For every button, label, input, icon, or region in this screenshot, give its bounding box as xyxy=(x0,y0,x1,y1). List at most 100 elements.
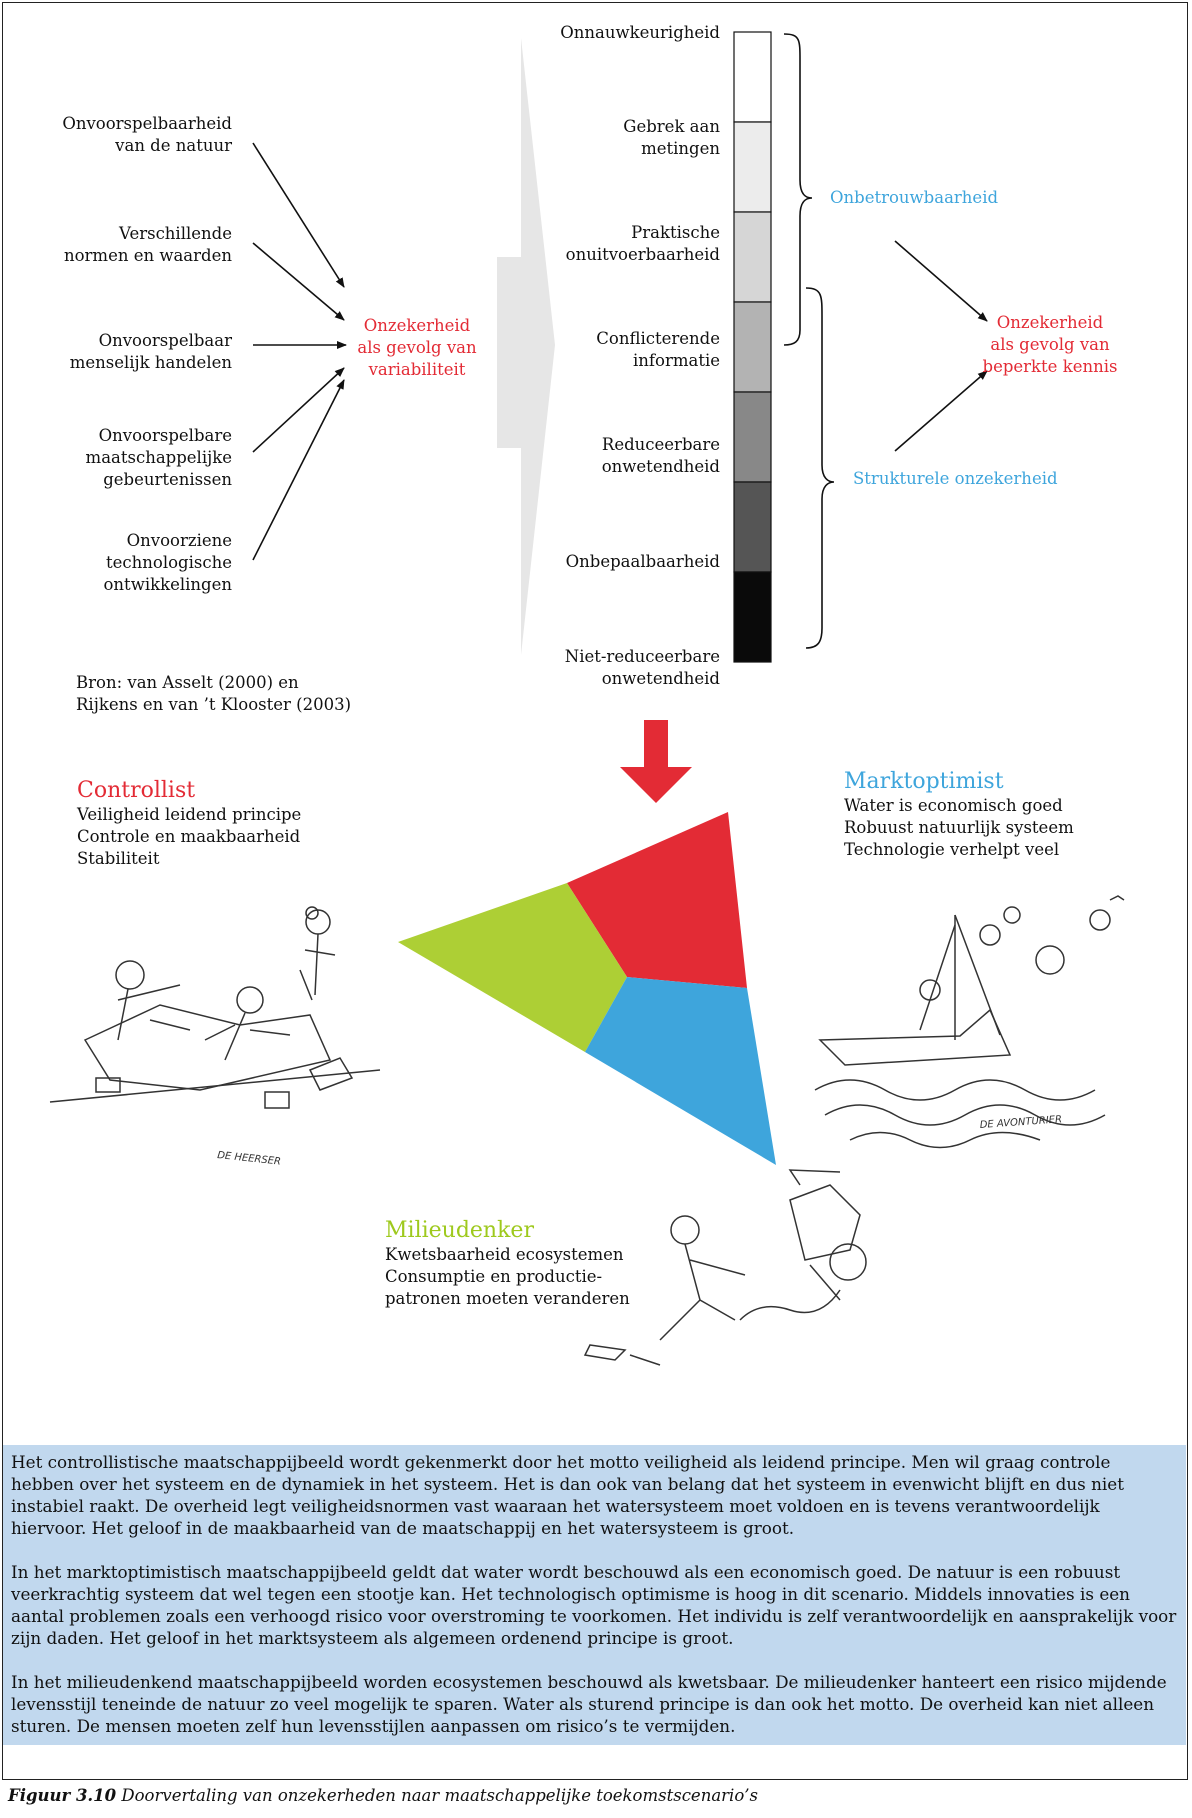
controllist-sketch xyxy=(49,906,381,1109)
controllist-line-3: Stabiliteit xyxy=(77,849,160,868)
scale-label-line: Gebrek aan xyxy=(623,117,720,136)
cause-label-line: Onvoorspelbaar xyxy=(98,331,232,350)
cause-label-line: Onvoorspelbaarheid xyxy=(62,114,232,133)
variabiliteit-line-3: variabiliteit xyxy=(368,360,466,379)
kennis-line-1: Onzekerheid xyxy=(996,313,1104,332)
scale-label-3: Praktische onuitvoerbaarheid xyxy=(545,222,720,266)
scale-label-line: metingen xyxy=(641,139,720,158)
scale-label-line: Reduceerbare xyxy=(601,435,720,454)
scale-label-line: Praktische xyxy=(631,223,720,242)
group-strukturele-label: Strukturele onzekerheid xyxy=(853,469,1058,488)
cause-arrow-4 xyxy=(252,367,345,453)
milieudenker-block: Milieudenker Kwetsbaarheid ecosystemen C… xyxy=(385,1218,630,1310)
cause-label-line: Onvoorziene xyxy=(126,531,232,550)
cause-arrow-2 xyxy=(252,242,345,321)
milieudenker-line-1: Kwetsbaarheid ecosystemen xyxy=(385,1245,624,1264)
marktoptimist-line-3: Technologie verhelpt veel xyxy=(844,840,1060,859)
scale-label-line: onwetendheid xyxy=(601,457,720,476)
cause-label-2: Verschillende normen en waarden xyxy=(60,223,232,267)
kennis-result: Onzekerheid als gevolg van beperkte kenn… xyxy=(980,312,1120,378)
milieudenker-sketch xyxy=(583,1169,867,1366)
summary-paragraph-milieudenker: In het milieudenkend maatschappijbeeld w… xyxy=(11,1672,1167,1736)
controllist-block: Controllist Veiligheid leidend principe … xyxy=(77,778,301,870)
scale-label-line: Onbepaalbaarheid xyxy=(565,552,720,571)
scale-label-6: Onbepaalbaarheid xyxy=(545,551,720,573)
controllist-line-2: Controle en maakbaarheid xyxy=(77,827,301,846)
milieudenker-title: Milieudenker xyxy=(385,1218,534,1243)
source-line-1: Bron: van Asselt (2000) en xyxy=(76,673,299,692)
controllist-title: Controllist xyxy=(77,778,196,803)
cause-arrow-5 xyxy=(252,379,345,561)
marktoptimist-block: Marktoptimist Water is economisch goed R… xyxy=(844,769,1074,861)
cause-label-5: Onvoorziene technologische ontwikkelingen xyxy=(60,530,233,596)
cause-label-line: gebeurtenissen xyxy=(103,470,232,489)
scale-segment-6 xyxy=(733,481,772,573)
cause-arrows xyxy=(252,142,347,561)
scale-label-7: Niet-reduceerbare onwetendheid xyxy=(545,646,720,690)
cause-label-3: Onvoorspelbaar menselijk handelen xyxy=(60,330,232,374)
uncertainty-scale-bar xyxy=(733,31,772,663)
scale-label-2: Gebrek aan metingen xyxy=(545,116,720,160)
scale-label-line: Conflicterende xyxy=(596,329,720,348)
cause-label-line: technologische xyxy=(106,553,232,572)
controllist-sketch-caption: DE HEERSER xyxy=(217,1150,282,1168)
cause-label-line: Onvoorspelbare xyxy=(98,426,232,445)
triangle-green-segment xyxy=(398,883,627,1052)
cause-label-1: Onvoorspelbaarheid van de natuur xyxy=(60,113,232,157)
summary-box: Het controllistische maatschappijbeeld w… xyxy=(3,1445,1186,1745)
triangle-blue-segment xyxy=(585,977,776,1165)
summary-paragraph-marktoptimist: In het marktoptimistisch maatschappijbee… xyxy=(11,1562,1177,1648)
scale-label-1: Onnauwkeurigheid xyxy=(545,22,720,44)
cause-label-line: maatschappelijke xyxy=(85,448,232,467)
cause-arrow-1 xyxy=(252,142,345,288)
knowledge-arrow-top xyxy=(894,240,988,322)
milieudenker-line-2: Consumptie en productie- xyxy=(385,1267,603,1286)
scale-label-4: Conflicterende informatie xyxy=(545,328,720,372)
scale-label-line: Onnauwkeurigheid xyxy=(560,23,720,42)
milieudenker-line-3: patronen moeten veranderen xyxy=(385,1289,630,1308)
marktoptimist-sketch-caption: DE AVONTURIER xyxy=(979,1114,1062,1131)
brace-strukturele xyxy=(805,287,835,649)
marktoptimist-line-1: Water is economisch goed xyxy=(844,796,1063,815)
kennis-line-2: als gevolg van xyxy=(990,335,1110,354)
marktoptimist-line-2: Robuust natuurlijk systeem xyxy=(844,818,1074,837)
cause-label-4: Onvoorspelbare maatschappelijke gebeurteni… xyxy=(60,425,232,491)
variabiliteit-line-1: Onzekerheid xyxy=(363,316,471,335)
triangle-red-segment xyxy=(567,812,747,988)
brace-onbetrouwbaarheid xyxy=(783,33,813,346)
figure-caption-label: Figuur 3.10 xyxy=(8,1786,117,1805)
scale-label-5: Reduceerbare onwetendheid xyxy=(545,434,720,478)
source-note: Bron: van Asselt (2000) en Rijkens en va… xyxy=(76,672,351,716)
scale-label-line: Niet-reduceerbare xyxy=(564,647,720,666)
group-onbetrouwbaarheid-label: Onbetrouwbaarheid xyxy=(830,188,999,207)
scale-label-line: onwetendheid xyxy=(601,669,720,688)
cause-label-line: van de natuur xyxy=(115,136,232,155)
cause-label-line: normen en waarden xyxy=(63,246,232,265)
scale-segment-1 xyxy=(733,31,772,123)
scale-segment-7 xyxy=(733,571,772,663)
controllist-line-1: Veiligheid leidend principe xyxy=(77,805,302,824)
red-down-arrow xyxy=(620,720,692,803)
transition-arrow-shape xyxy=(497,38,555,655)
figure-caption-text: Doorvertaling van onzekerheden naar maat… xyxy=(121,1786,758,1805)
scale-segment-5 xyxy=(733,391,772,483)
variabiliteit-result: Onzekerheid als gevolg van variabiliteit xyxy=(352,315,482,381)
figure-frame xyxy=(2,2,1188,1780)
figure-caption: Figuur 3.10 Doorvertaling van onzekerhed… xyxy=(8,1786,758,1805)
cause-label-line: ontwikkelingen xyxy=(103,575,233,594)
kennis-line-3: beperkte kennis xyxy=(982,357,1118,376)
marktoptimist-title: Marktoptimist xyxy=(844,769,1004,794)
marktoptimist-sketch xyxy=(814,895,1125,1149)
variabiliteit-line-2: als gevolg van xyxy=(357,338,477,357)
cause-label-line: menselijk handelen xyxy=(69,353,232,372)
source-line-2: Rijkens en van ’t Klooster (2003) xyxy=(76,695,352,714)
knowledge-arrow-bottom xyxy=(894,370,988,452)
scale-label-line: informatie xyxy=(633,351,720,370)
scale-segment-2 xyxy=(733,121,772,213)
summary-paragraph-controllist: Het controllistische maatschappijbeeld w… xyxy=(11,1452,1124,1538)
scale-segment-4 xyxy=(733,301,772,393)
scale-label-line: onuitvoerbaarheid xyxy=(565,245,720,264)
cause-label-line: Verschillende xyxy=(119,224,232,243)
scale-segment-3 xyxy=(733,211,772,303)
